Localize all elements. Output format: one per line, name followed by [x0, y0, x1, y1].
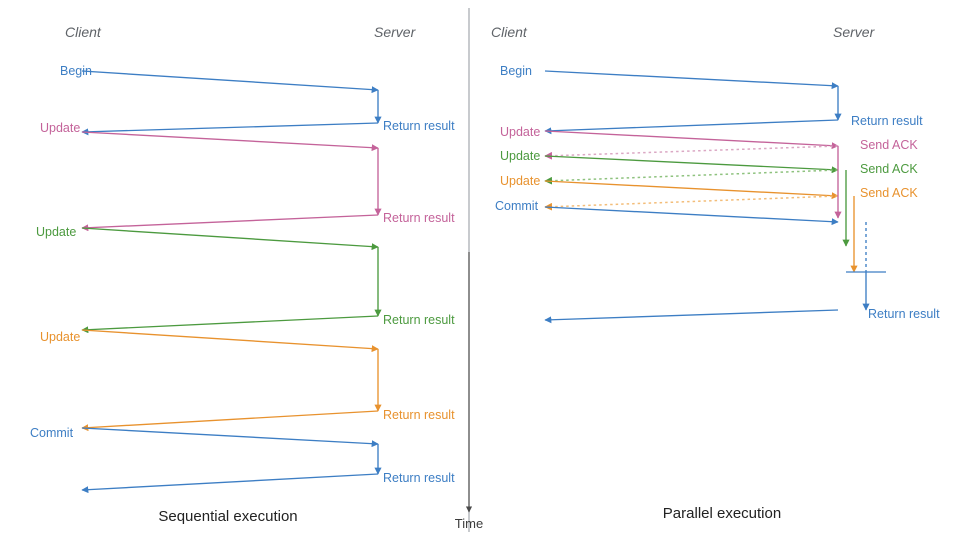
response-arrow [544, 119, 839, 135]
message-label-update-2: Update [36, 225, 76, 239]
message-ack-1: Send ACK [544, 138, 918, 160]
request-arrow [544, 180, 839, 200]
message-return-1: Return result [81, 119, 455, 136]
message-label-return-3: Return result [383, 313, 455, 327]
message-update-2: Update [36, 225, 379, 251]
message-return-3: Return result [81, 313, 455, 334]
message-label-update-1: Update [40, 121, 80, 135]
time-axis-label: Time [455, 516, 483, 531]
actor-label-client: Client [491, 24, 528, 40]
message-return-4: Return result [81, 408, 455, 432]
message-begin: Begin [60, 64, 379, 94]
response-arrow [544, 145, 839, 160]
request-arrow [81, 227, 379, 251]
time-axis-layer: Time [455, 252, 483, 531]
message-label-begin: Begin [500, 64, 532, 78]
actor-label-server: Server [833, 24, 876, 40]
message-return-2: Return result [81, 211, 455, 232]
message-label-commit: Commit [495, 199, 539, 213]
message-ack-2: Send ACK [544, 162, 918, 185]
message-label-update-2: Update [500, 149, 540, 163]
message-ack-3: Send ACK [544, 186, 918, 211]
message-label-ack-1: Send ACK [860, 138, 918, 152]
response-arrow [81, 410, 379, 432]
response-arrow [81, 214, 379, 232]
message-begin: Begin [500, 64, 839, 90]
response-arrow [544, 309, 839, 324]
message-update-1: Update [500, 125, 839, 150]
message-update-2: Update [500, 149, 839, 174]
message-return-5: Return result [81, 471, 455, 494]
message-label-return-5: Return result [383, 471, 455, 485]
message-label-begin: Begin [60, 64, 92, 78]
message-label-update-3: Update [40, 330, 80, 344]
message-label-update-1: Update [500, 125, 540, 139]
request-arrow [544, 70, 839, 90]
response-arrow [544, 169, 839, 185]
actor-label-client: Client [65, 24, 102, 40]
panel-caption-sequential: Sequential execution [158, 508, 297, 525]
panel-caption-parallel: Parallel execution [663, 505, 781, 522]
request-arrow [81, 70, 379, 94]
message-label-return-2: Return result [383, 211, 455, 225]
response-arrow [81, 122, 379, 136]
message-label-return-4: Return result [383, 408, 455, 422]
request-arrow [81, 427, 379, 448]
response-arrow [544, 195, 839, 211]
request-arrow [544, 206, 839, 226]
message-commit: Commit [495, 199, 839, 226]
message-label-commit: Commit [30, 426, 74, 440]
message-label-ack-3: Send ACK [860, 186, 918, 200]
message-label-ack-2: Send ACK [860, 162, 918, 176]
message-return-2: Return result [544, 307, 940, 324]
message-label-return-1: Return result [851, 114, 923, 128]
message-return-1: Return result [544, 114, 923, 135]
message-update-3: Update [40, 329, 379, 353]
actor-label-server: Server [374, 24, 417, 40]
message-update-3: Update [500, 174, 839, 200]
response-arrow [81, 315, 379, 334]
request-arrow [81, 131, 379, 152]
request-arrow [81, 329, 379, 353]
response-arrow [81, 473, 379, 494]
message-label-return-2: Return result [868, 307, 940, 321]
request-arrow [544, 130, 839, 150]
request-arrow [544, 155, 839, 174]
message-commit: Commit [30, 426, 379, 448]
message-label-return-1: Return result [383, 119, 455, 133]
message-update-1: Update [40, 121, 379, 152]
message-label-update-3: Update [500, 174, 540, 188]
